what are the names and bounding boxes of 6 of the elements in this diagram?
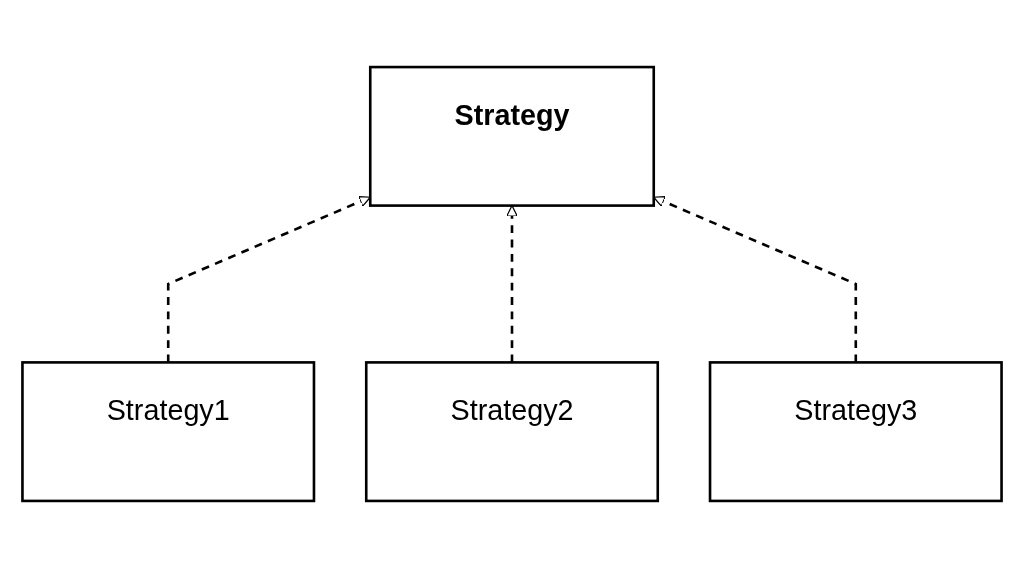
node-box: Strategy1: [21, 360, 316, 502]
arrow: [653, 195, 858, 362]
node-box: Strategy2: [364, 360, 660, 502]
arrow: [166, 195, 371, 362]
node-box: Strategy: [368, 65, 656, 207]
node-box: Strategy3: [708, 360, 1003, 502]
